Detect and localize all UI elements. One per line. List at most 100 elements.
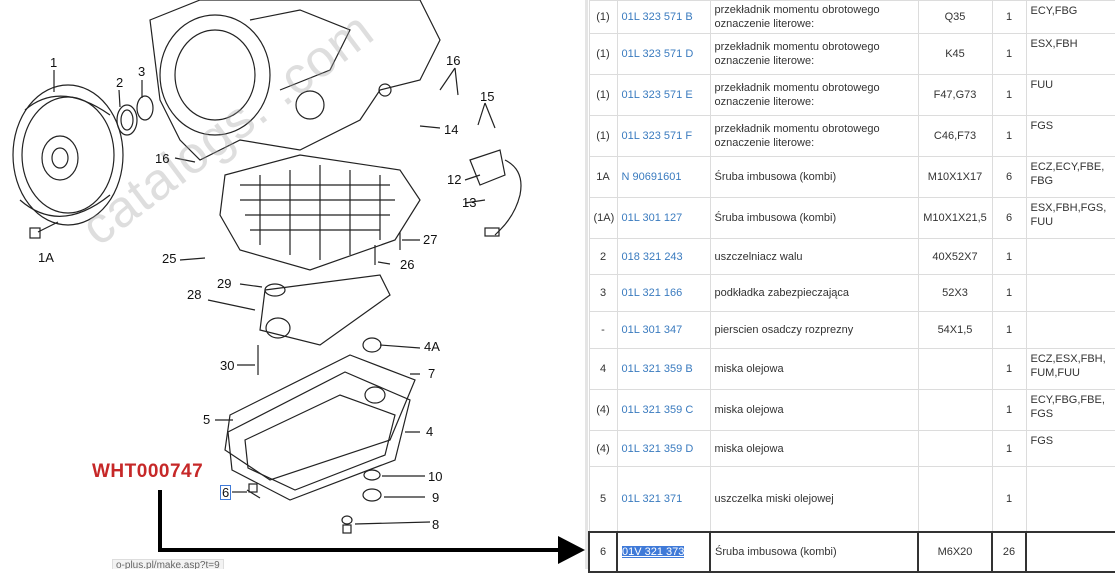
part-name-cell: miska olejowa (709, 348, 919, 390)
part-number-cell[interactable]: 01L 321 359 B (616, 348, 711, 390)
parts-diagram: catalogs. .com 1 2 3 16 16 15 14 12 13 1… (12, 0, 585, 569)
part-number-cell[interactable]: 01L 301 347 (616, 311, 711, 349)
part-number-link[interactable]: 018 321 243 (622, 251, 683, 263)
quantity-cell: 6 (991, 197, 1027, 239)
model-codes-cell (1025, 238, 1115, 275)
dimension-cell: Q35 (917, 0, 993, 34)
model-codes-cell: ECY,FBG,FBE, FGS (1025, 389, 1115, 431)
part-number-link[interactable]: 01L 323 571 D (622, 48, 694, 60)
part-name-cell: miska olejowa (709, 389, 919, 431)
part-number-cell[interactable]: 018 321 243 (616, 238, 711, 275)
dimension-cell: C46,F73 (917, 115, 993, 157)
part-number-cell[interactable]: 01L 321 359 D (616, 430, 711, 467)
quantity-cell: 26 (991, 530, 1027, 573)
part-number-text: 01V 321 373 (622, 545, 685, 558)
part-number-text: 01L 321 166 (621, 287, 683, 299)
model-codes-cell (1025, 530, 1115, 573)
part-number-link[interactable]: 01V 321 373 (622, 545, 685, 558)
part-number-text: 01L 321 359 D (621, 442, 694, 455)
model-codes-cell: ESX,FBH,FGS, FUU (1025, 197, 1115, 239)
part-number-link[interactable]: 01L 321 371 (622, 493, 683, 505)
exploded-view-drawing (12, 0, 585, 564)
part-number-cell[interactable]: 01L 321 359 C (616, 389, 711, 431)
part-number-link[interactable]: 01L 301 127 (622, 212, 683, 224)
dimension-cell (917, 389, 993, 431)
part-number-text: 01L 323 571 B (621, 11, 693, 23)
position-cell: 4 (588, 348, 618, 390)
part-number-text: 01L 321 371 (621, 492, 683, 505)
part-number-link[interactable]: 01L 301 347 (622, 324, 683, 336)
part-number-link[interactable]: N 90691601 (622, 171, 682, 183)
part-number-link[interactable]: 01L 323 571 E (622, 89, 693, 101)
callout-5: 5 (203, 412, 211, 427)
position-cell: - (588, 311, 618, 349)
model-codes-cell (1025, 466, 1115, 532)
part-number-cell[interactable]: 01L 323 571 F (616, 115, 711, 157)
part-number-text: 01L 321 359 C (621, 404, 694, 416)
model-codes-cell: FGS (1025, 115, 1115, 157)
dimension-cell: K45 (917, 33, 993, 75)
callout-27: 27 (423, 232, 438, 247)
part-number-cell[interactable]: 01L 321 371 (616, 466, 711, 532)
part-number-text: N 90691601 (621, 171, 682, 183)
part-number-cell[interactable]: 01L 323 571 D (616, 33, 711, 75)
part-number-text: 01L 323 571 D (621, 48, 694, 60)
part-number-cell[interactable]: 01V 321 373 (616, 530, 711, 573)
part-number-link[interactable]: 01L 321 359 B (622, 363, 693, 375)
callout-30: 30 (220, 358, 235, 373)
part-number-cell[interactable]: 01L 323 571 B (616, 0, 711, 34)
quantity-cell: 1 (991, 348, 1027, 390)
model-codes-cell: ECZ,ECY,FBE, FBG (1025, 156, 1115, 198)
quantity-cell: 1 (991, 389, 1027, 431)
quantity-cell: 1 (991, 274, 1027, 312)
position-cell: (1) (588, 74, 618, 116)
part-number-link[interactable]: 01L 323 571 F (622, 130, 693, 142)
position-cell: 5 (588, 466, 618, 532)
position-cell: 3 (588, 274, 618, 312)
part-number-cell[interactable]: N 90691601 (616, 156, 711, 198)
part-number-text: 018 321 243 (621, 250, 683, 263)
part-number-text: 01L 323 571 F (621, 130, 693, 142)
quantity-cell: 1 (991, 74, 1027, 116)
part-number-link[interactable]: 01L 321 359 D (622, 443, 694, 455)
position-cell: (1) (588, 115, 618, 157)
quantity-cell: 1 (991, 430, 1027, 467)
position-cell: (1A) (588, 197, 618, 239)
part-number-link[interactable]: 01L 321 166 (622, 287, 683, 299)
model-codes-cell (1025, 274, 1115, 312)
part-number-link[interactable]: 01L 323 571 B (622, 11, 693, 23)
part-number-cell[interactable]: 01L 323 571 E (616, 74, 711, 116)
dimension-cell: M10X1X21,5 (917, 197, 993, 239)
part-number-cell[interactable]: 01L 301 127 (616, 197, 711, 239)
dimension-cell: M10X1X17 (917, 156, 993, 198)
part-annotation: WHT000747 (92, 461, 204, 482)
quantity-cell: 6 (991, 156, 1027, 198)
part-number-cell[interactable]: 01L 321 166 (616, 274, 711, 312)
callout-14: 14 (444, 122, 459, 137)
pane-divider (585, 0, 588, 569)
callout-6[interactable]: 6 (220, 485, 232, 500)
part-number-text: 01L 321 359 B (621, 363, 693, 375)
model-codes-cell: ECY,FBG (1025, 0, 1115, 34)
position-cell: (1) (588, 0, 618, 34)
model-codes-cell: ECZ,ESX,FBH, FUM,FUU (1025, 348, 1115, 390)
callout-4: 4 (426, 424, 434, 439)
part-number-link[interactable]: 01L 321 359 C (622, 404, 694, 416)
callout-9: 9 (432, 490, 440, 505)
